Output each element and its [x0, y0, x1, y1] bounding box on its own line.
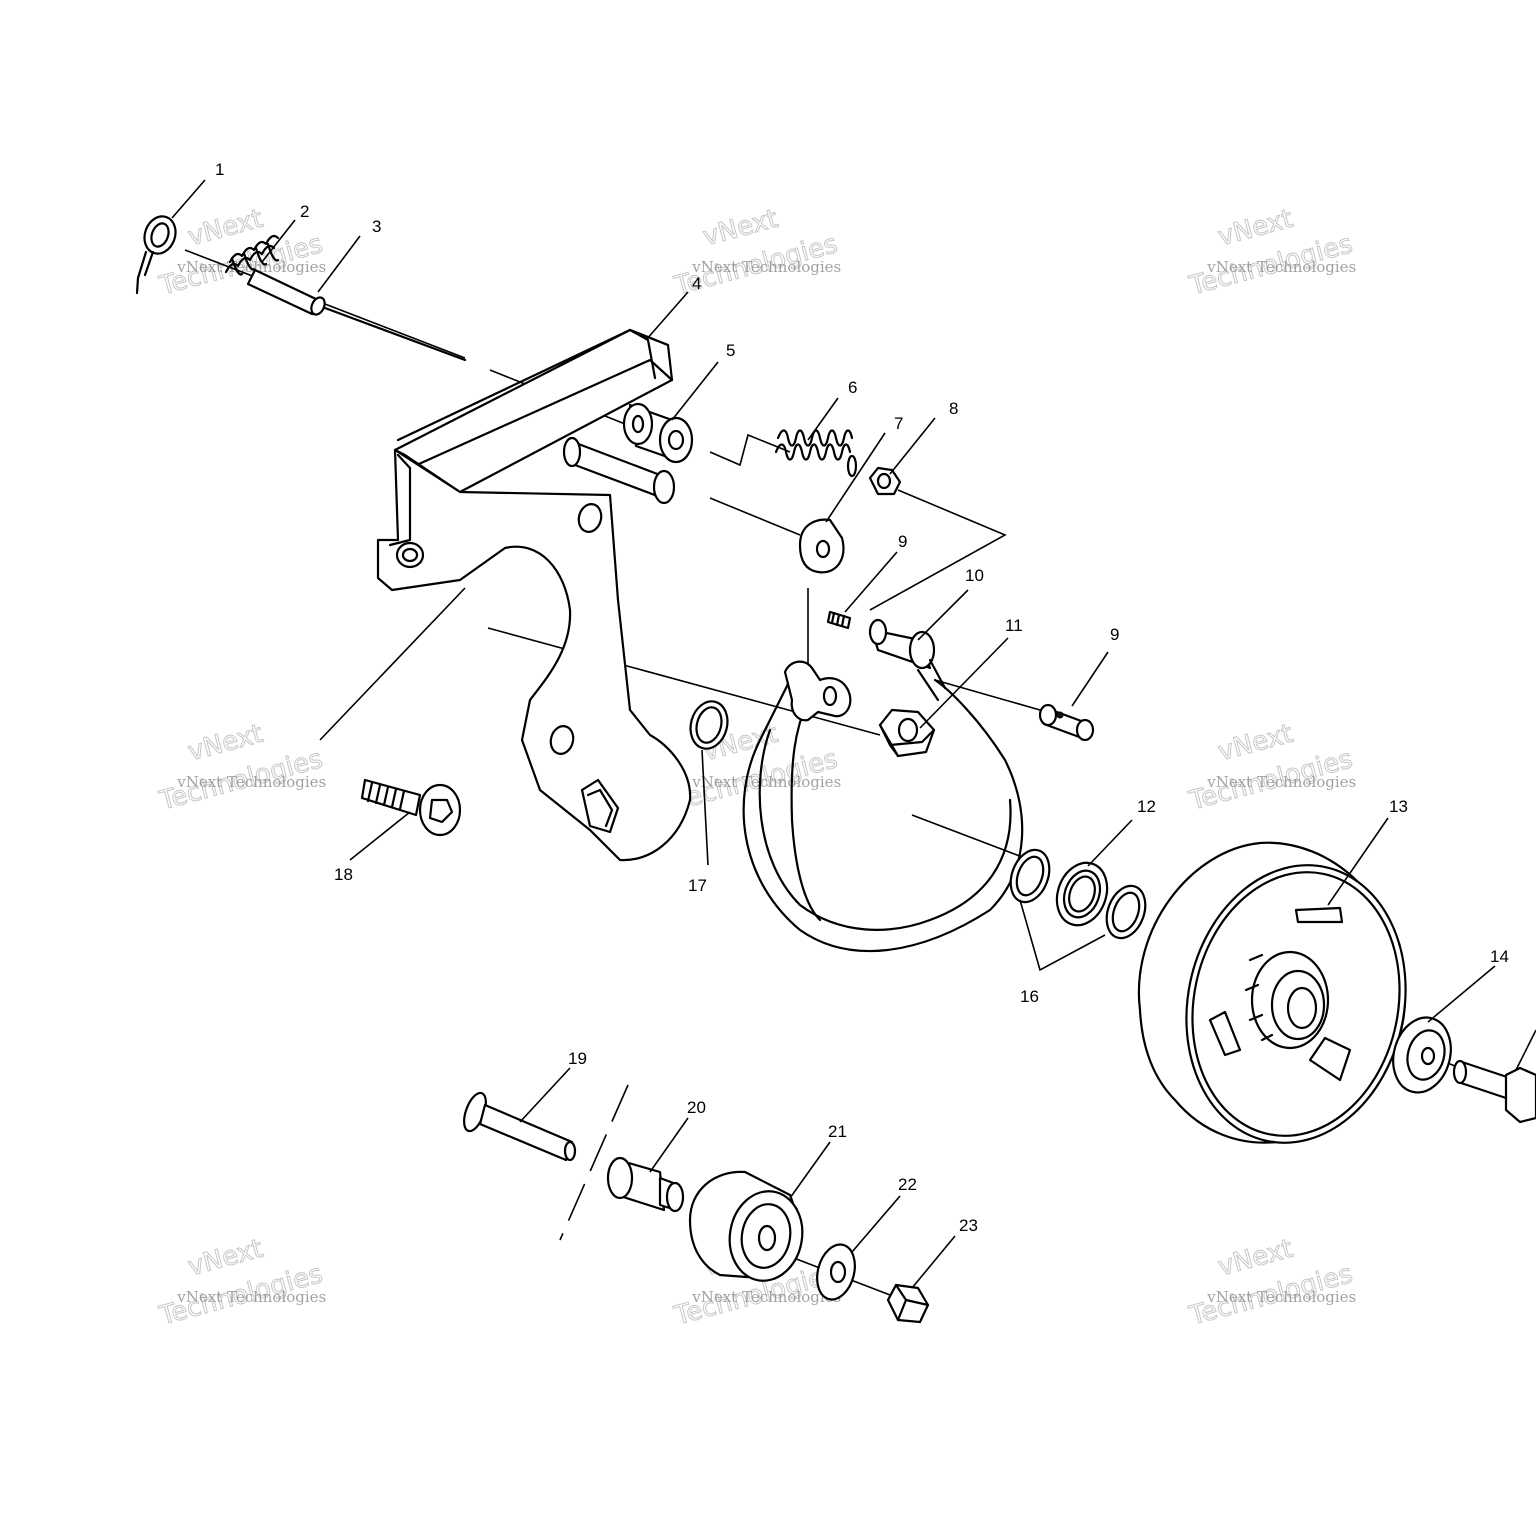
svg-text:vNext Technologies: vNext Technologies — [176, 258, 326, 276]
band-anchor-pin — [868, 618, 947, 702]
axis-line-pin-right — [934, 679, 1041, 711]
callout-22: 22 — [898, 1175, 917, 1194]
svg-text:vNext: vNext — [700, 204, 781, 253]
idler-pulley — [688, 1170, 804, 1282]
o-ring-front — [1009, 848, 1051, 904]
callout-6: 6 — [848, 378, 857, 397]
seal — [1055, 861, 1109, 927]
drum-bolt — [1452, 1059, 1536, 1124]
watermark: vNext vNext Technologies Technologies — [1185, 718, 1356, 817]
watermark: vNext vNext Technologies Technologies — [670, 718, 841, 817]
watermark: vNext vNext Technologies Technologies — [670, 203, 841, 302]
o-ring-small — [689, 700, 729, 750]
svg-text:vNext: vNext — [1215, 1234, 1296, 1283]
axis-line-washer — [709, 497, 801, 536]
callout-4: 4 — [692, 274, 701, 293]
callout-11: 11 — [1005, 616, 1023, 635]
callout-8: 8 — [949, 399, 958, 418]
spacer — [606, 1156, 685, 1213]
callout-13: 13 — [1389, 797, 1408, 816]
o-ring-rear — [1105, 884, 1147, 940]
leader-lines — [171, 179, 1536, 1289]
callout-2: 2 — [300, 202, 309, 221]
watermark: vNext vNext Technologies Technologies — [1185, 203, 1356, 302]
svg-text:vNext Technologies: vNext Technologies — [176, 773, 326, 791]
axis-line-spring — [709, 433, 791, 467]
bushing — [622, 402, 694, 464]
set-screw — [826, 610, 852, 630]
axis-line-drum — [911, 814, 1031, 861]
brake-drum — [1137, 841, 1407, 1144]
cable-spring — [224, 234, 280, 276]
callout-14: 14 — [1490, 947, 1509, 966]
axis-line-break — [559, 1084, 629, 1241]
axis-line-screw — [319, 587, 466, 741]
svg-text:vNext Technologies: vNext Technologies — [176, 1288, 326, 1306]
callout-10: 10 — [965, 566, 984, 585]
svg-text:vNext Technologies: vNext Technologies — [1206, 258, 1356, 276]
idler-bolt — [463, 1091, 577, 1162]
callout-5: 5 — [726, 341, 735, 360]
callout-16: 16 — [1020, 987, 1039, 1006]
callout-1: 1 — [215, 160, 224, 179]
svg-text:vNext: vNext — [185, 1234, 266, 1283]
callout-18: 18 — [334, 865, 353, 884]
svg-text:vNext Technologies: vNext Technologies — [691, 1288, 841, 1306]
callout-20: 20 — [687, 1098, 706, 1117]
callout-12: 12 — [1137, 797, 1156, 816]
cam-washer — [798, 518, 845, 574]
callout-bracket-16 — [1019, 899, 1106, 972]
small-nut — [868, 466, 902, 496]
callout-9a: 9 — [898, 532, 907, 551]
axis-line-bracket — [487, 627, 881, 736]
compression-spring — [774, 429, 858, 478]
svg-text:vNext Technologies: vNext Technologies — [1206, 1288, 1356, 1306]
brake-band — [742, 660, 1024, 953]
svg-text:vNext Technologies: vNext Technologies — [1206, 773, 1356, 791]
callout-19: 19 — [568, 1049, 587, 1068]
axis-line-bolt — [869, 489, 1007, 611]
svg-text:vNext Technologies: vNext Technologies — [691, 258, 841, 276]
svg-text:vNext: vNext — [185, 204, 266, 253]
callout-23: 23 — [959, 1216, 978, 1235]
callout-labels: 1 2 3 4 5 6 7 8 9 9 10 11 12 13 14 16 17… — [215, 160, 1509, 1235]
callout-3: 3 — [372, 217, 381, 236]
svg-text:vNext Technologies: vNext Technologies — [691, 773, 841, 791]
svg-text:vNext: vNext — [185, 719, 266, 768]
hex-nut — [878, 708, 936, 758]
svg-text:vNext: vNext — [1215, 719, 1296, 768]
cable-eyelet — [135, 215, 177, 295]
svg-text:vNext: vNext — [1215, 204, 1296, 253]
callout-9c: 9 — [1110, 625, 1119, 644]
hex-socket-screw — [360, 778, 462, 837]
callout-21: 21 — [828, 1122, 847, 1141]
watermark-layer: vNext vNext Technologies Technologies vN… — [155, 203, 1356, 1332]
watermark: vNext vNext Technologies Technologies — [1185, 1233, 1356, 1332]
lock-nut — [886, 1283, 930, 1324]
watermark: vNext vNext Technologies Technologies — [155, 1233, 326, 1332]
callout-17: 17 — [688, 876, 707, 895]
cable-housing — [246, 268, 467, 362]
slotted-pin — [1038, 703, 1095, 742]
brake-bracket — [376, 328, 692, 862]
callout-7: 7 — [894, 414, 903, 433]
drum-washer — [1392, 1016, 1452, 1094]
watermark: vNext vNext Technologies Technologies — [155, 718, 326, 817]
flat-washer — [816, 1243, 856, 1301]
